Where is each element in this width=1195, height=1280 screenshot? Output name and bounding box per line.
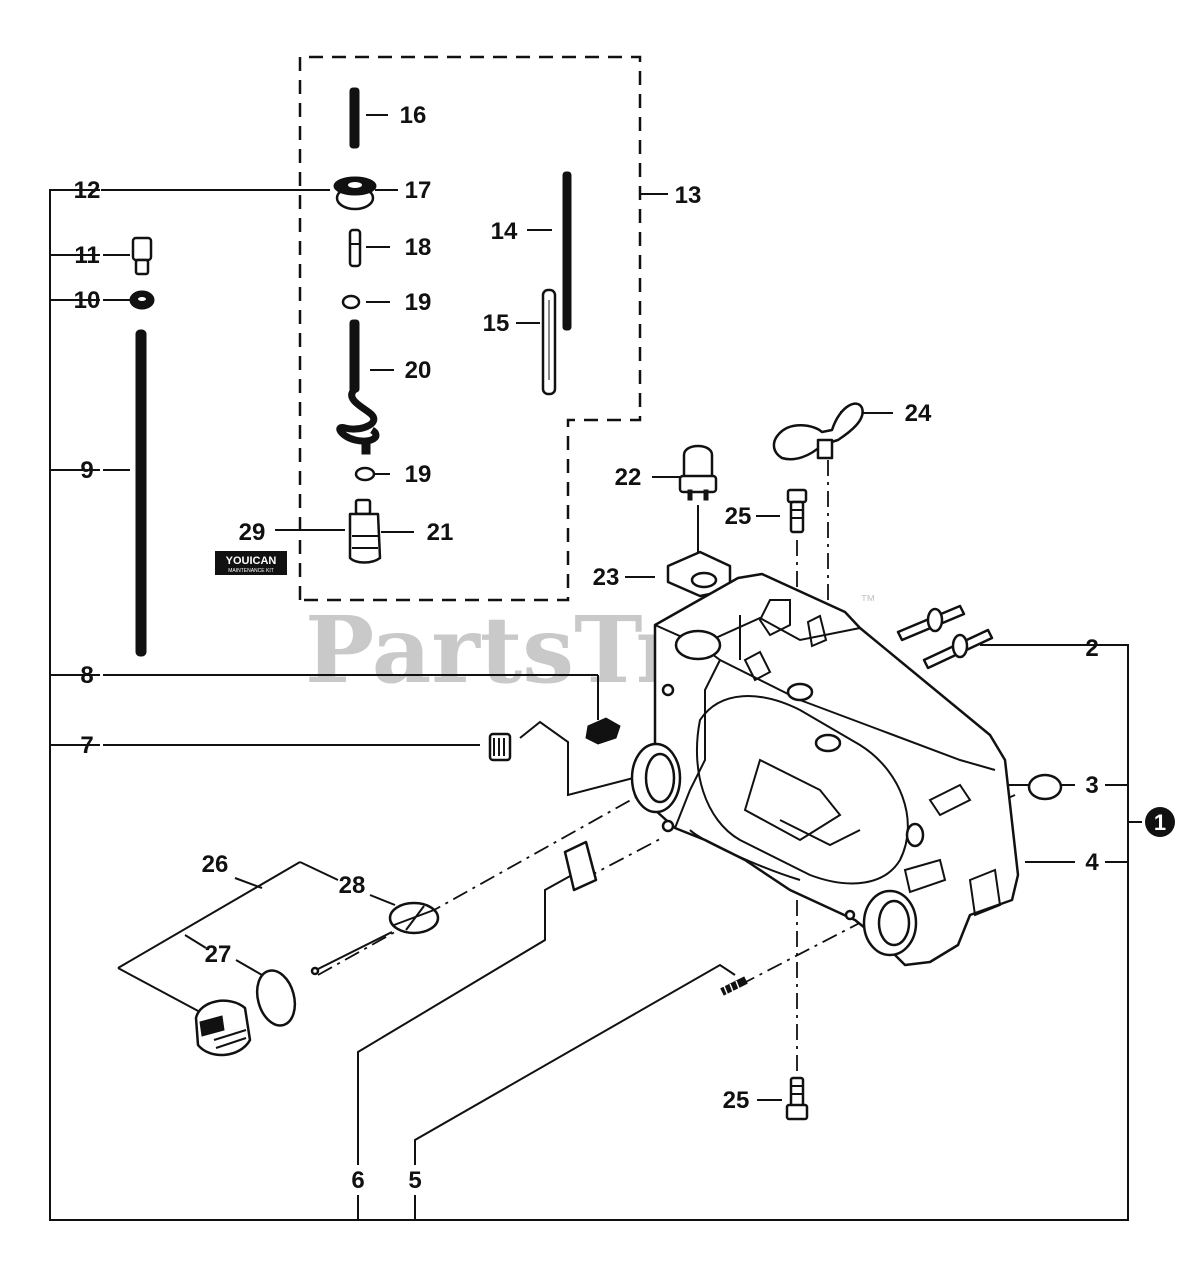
label-21: 21: [427, 519, 454, 546]
part-25-screw-lower: [785, 1076, 809, 1121]
label-23: 23: [593, 564, 620, 591]
part-9-hose: [135, 329, 147, 657]
part-14-rod: [562, 171, 572, 331]
part-19-washer-upper: [341, 294, 361, 310]
part-6-sticker: [563, 840, 598, 892]
part-25-screw-upper: [786, 488, 808, 534]
label-11: 11: [74, 242, 99, 269]
label-26: 26: [202, 851, 229, 878]
label-13: 13: [675, 182, 702, 209]
label-20: 20: [405, 357, 432, 384]
label-17: 17: [405, 177, 432, 204]
part-11-cap: [131, 236, 153, 276]
part-3-plug: [1027, 773, 1063, 801]
left-bracket: [49, 189, 1129, 1221]
label-3: 3: [1085, 772, 1098, 799]
part-20-hose: [336, 319, 380, 455]
label-15: 15: [483, 310, 510, 337]
part-2-studs: [896, 604, 994, 670]
part-5-spring: [720, 976, 748, 997]
label-14: 14: [491, 218, 518, 245]
label-8: 8: [80, 662, 93, 689]
part-22-plug: [678, 444, 718, 501]
label-2: 2: [1085, 635, 1098, 662]
part-19-washer-lower: [354, 466, 376, 482]
crankcase-body: [630, 572, 1020, 967]
label-28: 28: [339, 872, 366, 899]
part-26-cap: [194, 999, 252, 1057]
label-10: 10: [74, 287, 101, 314]
badge-subtext: MAINTENANCE KIT: [228, 568, 274, 574]
label-9: 9: [80, 457, 93, 484]
label-18: 18: [405, 234, 432, 261]
maintenance-kit-badge: YOUICAN MAINTENANCE KIT: [215, 551, 287, 575]
label-29: 29: [239, 519, 266, 546]
label-25-lower: 25: [723, 1087, 750, 1114]
part-8-clip: [585, 717, 621, 745]
kit-outline: [298, 55, 642, 602]
label-22: 22: [615, 464, 642, 491]
label-25-upper: 25: [725, 503, 752, 530]
part-labels: 16 17 18 19 20 19 21 29 13 14 15 12 11 1…: [74, 102, 1100, 1194]
label-16: 16: [400, 102, 427, 129]
part-17-grommet: [333, 176, 377, 211]
part-18-fitting: [348, 228, 362, 268]
label-24: 24: [905, 400, 932, 427]
label-5: 5: [408, 1167, 421, 1194]
label-19-lower: 19: [405, 461, 432, 488]
label-7: 7: [80, 732, 93, 759]
part-28-strainer: [310, 901, 440, 976]
assembly-callout-circle: [1145, 807, 1175, 837]
assembly-callout-number: 1: [1154, 810, 1166, 835]
part-7-pad: [488, 732, 512, 762]
label-27: 27: [205, 941, 232, 968]
label-19-upper: 19: [405, 289, 432, 316]
watermark-trademark: ™: [860, 593, 876, 610]
part-16-rod: [349, 87, 360, 149]
label-12: 12: [74, 177, 101, 204]
part-24-lever: [772, 402, 864, 461]
part-27-o-ring: [255, 969, 297, 1027]
part-10-grommet: [129, 290, 155, 310]
badge-text: YOUICAN: [226, 555, 277, 567]
label-4: 4: [1085, 849, 1099, 876]
part-15-tube: [541, 288, 557, 396]
part-21-filter: [348, 498, 382, 564]
label-6: 6: [351, 1167, 364, 1194]
